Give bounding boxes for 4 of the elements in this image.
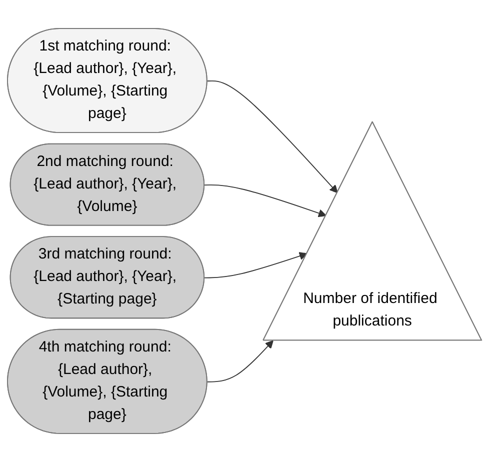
arrow — [206, 340, 274, 382]
arrow — [206, 80, 338, 194]
arrow — [204, 252, 308, 278]
arrow — [204, 184, 326, 218]
